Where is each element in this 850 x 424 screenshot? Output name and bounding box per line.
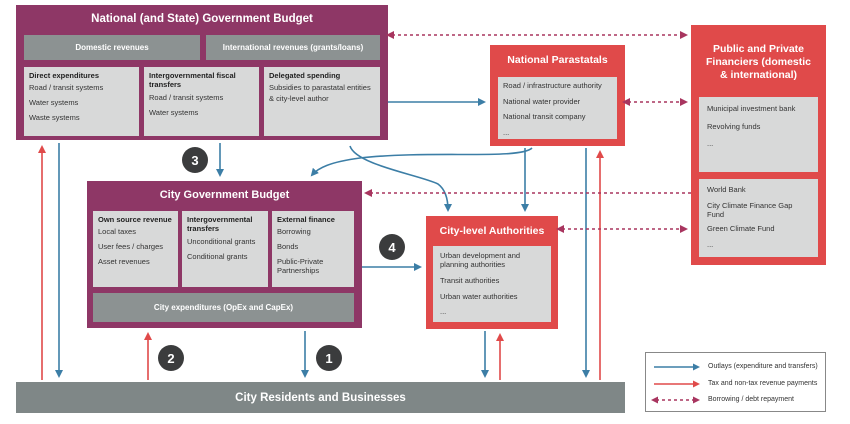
authorities-title: City-level Authorities: [439, 225, 545, 237]
list-item: Road / transit systems: [149, 92, 224, 102]
authorities-list: Urban development and planning authoriti…: [433, 246, 551, 322]
list-item: Revolving funds: [707, 121, 761, 131]
list-item: Municipal investment bank: [707, 104, 796, 113]
list-item: Transit authorities: [440, 275, 500, 285]
cell-heading: Direct expenditures: [29, 71, 100, 80]
list-item: User fees / charges: [98, 242, 164, 252]
list-item: Unconditional grants: [187, 236, 256, 246]
city-intergovernmental-transfers-cell: Intergovernmental transfers Unconditiona…: [182, 211, 268, 287]
parastatals-box: National Parastatals Road / infrastructu…: [490, 45, 625, 146]
list-item: National water provider: [503, 96, 581, 106]
cell-heading: Delegated spending: [269, 71, 341, 80]
list-item: Subsidies to parastatal entities & city-…: [269, 83, 371, 103]
residents-bar: City Residents and Businesses: [16, 382, 625, 413]
cell-heading: External finance: [277, 215, 335, 224]
list-item: Water systems: [149, 107, 199, 117]
list-item: ...: [440, 306, 447, 316]
legend: Outlays (expenditure and transfers) Tax …: [645, 352, 826, 412]
list-item: Urban water authorities: [440, 292, 518, 302]
financiers-title-line: Public and Private: [712, 43, 805, 55]
list-item: ...: [503, 127, 510, 137]
list-item: Water systems: [29, 98, 79, 108]
cell-heading: Own source revenue: [98, 215, 172, 224]
list-item: National transit company: [503, 112, 586, 121]
parastatals-list: Road / infrastructure authority National…: [498, 77, 617, 139]
list-item: Asset revenues: [98, 257, 150, 267]
list-item: City Climate Finance Gap Fund: [707, 200, 793, 219]
list-item: Green Climate Fund: [707, 224, 775, 234]
list-item: ...: [707, 239, 714, 249]
financiers-box: Public and Private Financiers (domestic …: [691, 25, 826, 265]
city-budget-box: City Government Budget Own source revenu…: [87, 181, 362, 328]
domestic-revenues-header: Domestic revenues: [24, 35, 200, 60]
residents-label: City Residents and Businesses: [235, 391, 406, 404]
parastatals-title: National Parastatals: [507, 54, 608, 66]
list-item: Borrowing: [277, 227, 311, 237]
own-source-revenue-cell: Own source revenue Local taxes User fees…: [93, 211, 178, 287]
cell-heading: Intergovernmental transfers: [187, 215, 253, 234]
intergovernmental-transfers-cell: Intergovernmental fiscal transfers Road …: [144, 67, 259, 136]
delegated-spending-cell: Delegated spending Subsidies to parastat…: [264, 67, 380, 136]
outlay-arrow: [349, 145, 452, 212]
authorities-box: City-level Authorities Urban development…: [426, 216, 558, 329]
list-item: Urban development and planning authoriti…: [440, 251, 521, 270]
legend-revenue-label: Tax and non-tax revenue payments: [708, 380, 818, 387]
city-expenditures-header: City expenditures (OpEx and CapEx): [93, 293, 354, 322]
step-4-badge: 4: [379, 234, 405, 260]
direct-expenditures-cell: Direct expenditures Road / transit syste…: [24, 67, 139, 136]
financiers-title-line: Financiers (domestic: [705, 56, 812, 69]
outlay-arrow: [310, 147, 533, 177]
financiers-title-line: & international): [719, 69, 797, 82]
cell-heading: Intergovernmental fiscal transfers: [149, 71, 236, 90]
list-item: Waste systems: [29, 113, 80, 123]
legend-outlay-label: Outlays (expenditure and transfers): [708, 363, 818, 370]
list-item: ...: [707, 139, 714, 148]
list-item: World Bank: [707, 185, 746, 194]
international-revenues-header: International revenues (grants/loans): [206, 35, 380, 60]
step-2-badge: 2: [158, 345, 184, 371]
legend-swatches: [651, 363, 700, 404]
legend-borrowing-label: Borrowing / debt repayment: [708, 396, 794, 403]
list-item: Conditional grants: [187, 251, 248, 261]
external-finance-cell: External finance Borrowing Bonds Public-…: [272, 211, 354, 287]
financiers-domestic-list: Municipal investment bank Revolving fund…: [699, 97, 818, 172]
national-budget-box: National (and State) Government Budget D…: [16, 5, 388, 140]
step-3-badge: 3: [182, 147, 208, 173]
step-1-badge: 1: [316, 345, 342, 371]
list-item: Bonds: [277, 242, 299, 252]
financiers-international-list: World Bank City Climate Finance Gap Fund…: [699, 179, 818, 257]
list-item: Road / transit systems: [29, 83, 104, 93]
city-budget-title: City Government Budget: [159, 189, 290, 201]
list-item: Local taxes: [98, 227, 136, 237]
national-budget-title: National (and State) Government Budget: [91, 13, 313, 25]
financiers-title: Public and Private Financiers (domestic …: [691, 43, 826, 82]
list-item: Public-Private Partnerships: [277, 257, 324, 276]
list-item: Road / infrastructure authority: [503, 81, 602, 90]
